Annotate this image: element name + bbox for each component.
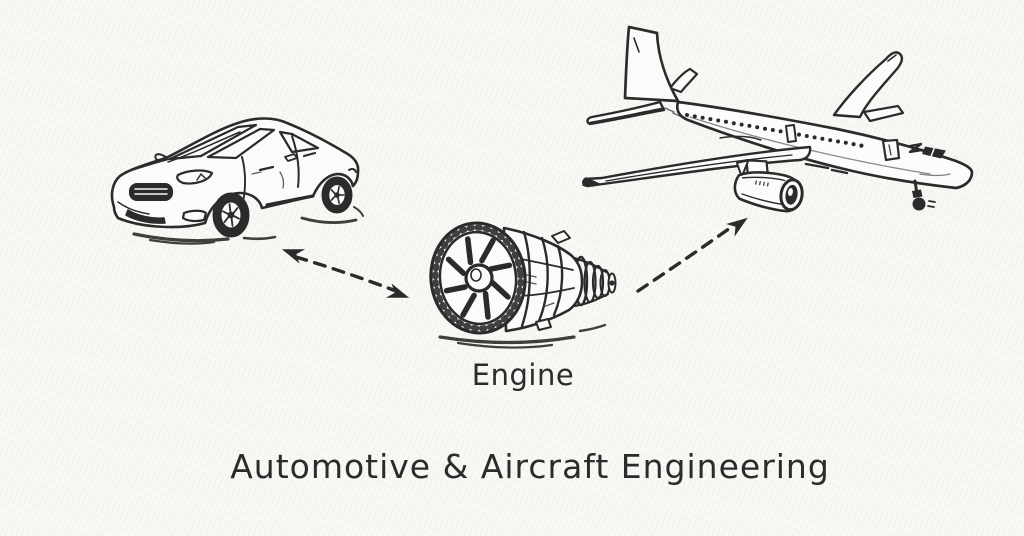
engine-fan-hub: [464, 263, 494, 293]
engine-fan-blades: [443, 236, 513, 320]
plane-wingtip: [582, 177, 600, 186]
car-front-fascia: [117, 169, 214, 224]
engine-top-lug: [551, 230, 571, 244]
plane-front-door: [881, 138, 901, 162]
jet-engine-icon: [429, 221, 617, 349]
car-front-window: [206, 127, 276, 160]
arrow-engine-airplane: [636, 217, 748, 293]
car-left-mirror: [154, 153, 167, 162]
engine-label: Engine: [471, 358, 575, 392]
plane-near-stabilizer: [586, 100, 666, 126]
arrow-engine-car: [281, 249, 410, 298]
car-lower-intake: [125, 209, 166, 224]
plane-windows: [685, 113, 864, 148]
plane-tail-fin: [623, 25, 680, 103]
plane-nose-gear: [912, 179, 936, 211]
car-body: [110, 117, 360, 229]
plane-fuselage: [664, 100, 974, 190]
car-fog-lamp: [181, 209, 208, 223]
engine-bottom-lug: [535, 318, 552, 331]
car-windshield: [168, 123, 258, 161]
car-icon: [110, 117, 364, 245]
car-rear-window: [278, 130, 320, 154]
plane-cockpit-windows: [908, 142, 946, 159]
car-front-wheel: [212, 192, 250, 238]
car-headlight: [176, 169, 214, 185]
car-rear-wheel: [321, 176, 353, 214]
plane-near-wing: [582, 135, 812, 188]
plane-far-flap-fairing: [862, 104, 905, 123]
engine-casing: [502, 226, 584, 333]
plane-mid-door: [785, 124, 797, 143]
plane-far-wing: [832, 51, 905, 123]
airplane-icon: [582, 25, 974, 213]
plane-engine-pod: [733, 159, 804, 213]
car-grille: [129, 183, 173, 201]
caption: Automotive & Aircraft Engineering: [230, 447, 830, 486]
engine-ground-shadow: [438, 323, 607, 349]
plane-far-stabilizer: [668, 67, 699, 94]
engine-fan: [429, 221, 527, 335]
car-ground-shadow: [132, 206, 364, 245]
plane-speed-lines: [804, 162, 849, 175]
